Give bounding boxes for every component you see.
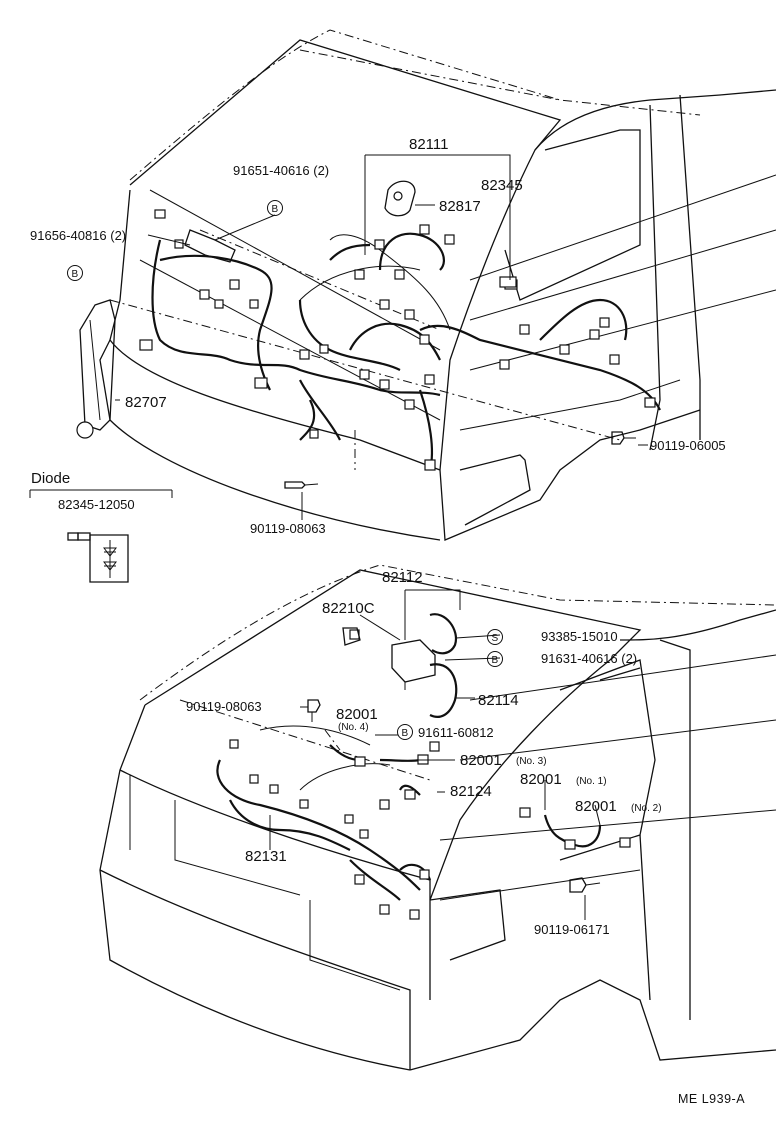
badge-b-circle-4 (397, 724, 413, 740)
part-82817-holder (384, 180, 416, 217)
label-82111: 82111 (409, 136, 449, 153)
bolt-90119-08063-top (284, 481, 319, 489)
bolt-90119-06005 (611, 431, 636, 445)
label-82112: 82112 (382, 569, 423, 586)
bolt-90119-06171 (569, 877, 601, 893)
label-82707: 82707 (125, 394, 167, 411)
label-82131: 82131 (245, 848, 287, 865)
bolt-90119-08063-bottom (307, 699, 321, 722)
label-91631-40616: 91631-40616 (2) (541, 651, 637, 666)
bottom-harness (216, 613, 602, 901)
label-82817: 82817 (439, 198, 481, 215)
top-harness (151, 232, 661, 471)
label-90119-08063-bottom: 90119-08063 (186, 699, 262, 714)
label-93385-15010: 93385-15010 (541, 629, 618, 644)
label-91656-40816: 91656-40816 (2) (30, 228, 126, 243)
label-91651-40616: 91651-40616 (2) (233, 163, 329, 178)
badge-b-circle-1 (267, 200, 283, 216)
label-82345: 82345 (481, 177, 523, 194)
badge-b-2: B (72, 269, 79, 280)
diode-title: Diode (31, 470, 70, 487)
label-82210c: 82210C (322, 600, 375, 617)
label-90119-06005: 90119-06005 (650, 438, 726, 453)
badge-s: S (492, 633, 499, 644)
badge-b-circle-2 (67, 265, 83, 281)
label-82001-no4-sub: (No. 4) (338, 722, 369, 733)
part-82345-relay (499, 276, 517, 288)
bottom-vehicle-body (99, 564, 776, 1071)
label-90119-08063-top: 90119-08063 (250, 521, 326, 536)
top-connectors (139, 209, 656, 471)
label-91611-60812: 91611-60812 (418, 725, 494, 740)
badge-b-1: B (272, 204, 279, 215)
badge-s-circle (487, 629, 503, 645)
label-82001-no1-sub: (No. 1) (576, 776, 607, 787)
part-82210c-clip (342, 627, 361, 646)
bottom-connectors (229, 629, 631, 920)
label-82001-no2: 82001 (575, 798, 617, 815)
label-82001-no1: 82001 (520, 771, 562, 788)
badge-b-4: B (402, 728, 409, 739)
top-vehicle-body (99, 29, 776, 541)
diode-symbol (67, 532, 129, 583)
badge-b-circle-3 (487, 651, 503, 667)
label-82124: 82124 (450, 783, 492, 800)
label-82114: 82114 (478, 692, 519, 709)
part-82112-unit (391, 639, 436, 690)
drawing-code: ME L939-A (678, 1092, 745, 1106)
label-82001-no3-sub: (No. 3) (516, 756, 547, 767)
top-leaders (115, 154, 648, 520)
label-90119-06171: 90119-06171 (534, 922, 610, 937)
label-82001-no4: 82001 (336, 706, 378, 723)
diode-inset: Diode 82345-12050 (29, 470, 173, 583)
label-82001-no3: 82001 (460, 752, 502, 769)
bottom-leaders (269, 589, 601, 920)
diode-part-number: 82345-12050 (58, 497, 135, 512)
part-82707-bracket (76, 299, 116, 439)
badge-b-3: B (492, 655, 499, 666)
label-82001-no2-sub: (No. 2) (631, 803, 662, 814)
